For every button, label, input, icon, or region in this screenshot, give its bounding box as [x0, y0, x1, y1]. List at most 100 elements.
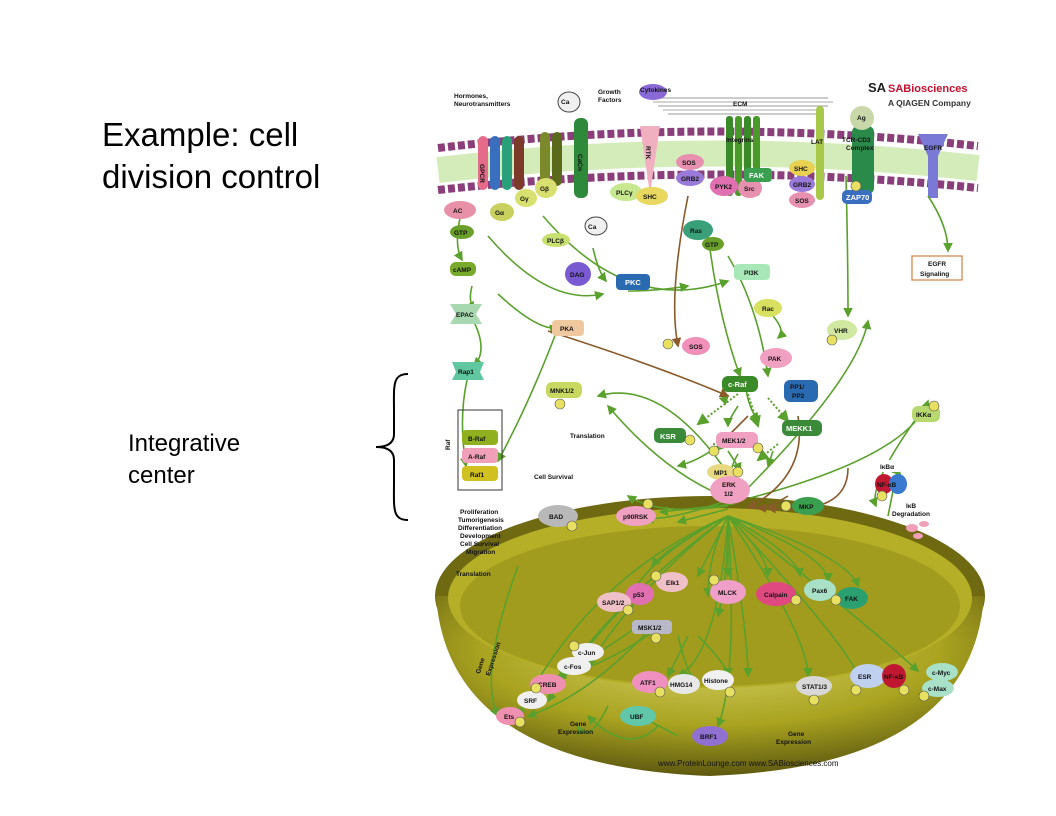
outcome-label-5: Cell Survival [460, 541, 499, 548]
node-sap: SAP1/2 [602, 600, 625, 607]
tcr-label-1: TCR-CD3 [842, 137, 871, 144]
node-fak-2: FAK [845, 596, 858, 603]
node-erk-2: 1/2 [724, 491, 733, 498]
node-cmax: c-Max [928, 686, 947, 693]
node-cfos: c-Fos [564, 664, 582, 671]
egfr-signaling-label-1: EGFR [928, 261, 946, 268]
outcome-label-6: Migration [466, 549, 495, 556]
curly-brace-icon [375, 373, 409, 521]
node-mnk: MNK1/2 [550, 388, 574, 395]
footer-urls: www.ProteinLounge.com www.SABiosciences.… [657, 759, 839, 768]
lat-receptor [816, 106, 824, 200]
node-esr: ESR [858, 674, 872, 681]
node-ca-2: Ca [588, 224, 597, 231]
node-plcg: PLCγ [616, 190, 633, 197]
outcome-label-2: Tumorigenesis [458, 517, 504, 524]
node-ets: Ets [504, 714, 515, 721]
egfr-receptor-label: EGFR [924, 145, 942, 152]
integrative-center-line1: Integrative [128, 430, 241, 457]
gpcr-receptor [478, 132, 562, 190]
brand-sub: A QIAGEN Company [888, 98, 971, 108]
node-bad: BAD [549, 514, 563, 521]
node-raf1: Raf1 [470, 472, 484, 479]
mapk-pathway-diagram: Hormones, Neurotransmitters Ca Growth Fa… [435, 80, 985, 776]
node-grb2-a: GRB2 [681, 176, 699, 183]
brand-logo: SA SABiosciences A QIAGEN Company [868, 80, 971, 108]
node-pka: PKA [560, 326, 574, 333]
integrative-center-label: Integrative center [128, 428, 298, 492]
node-braf: B-Raf [468, 436, 486, 443]
node-gtp-1: GTP [454, 230, 468, 237]
ecm-fibers [653, 97, 833, 115]
node-camp: cAMP [453, 267, 472, 274]
node-p90rsk: p90RSK [623, 514, 648, 521]
hormones-label-2: Neurotransmitters [454, 101, 511, 108]
node-zap70: ZAP70 [846, 193, 869, 202]
cacn-channel [574, 118, 588, 198]
cell-survival-label: Cell Survival [534, 474, 573, 481]
outcome-label-4: Development [460, 533, 502, 540]
brand-logo-mark: SA [868, 80, 887, 95]
rtk-receptor [640, 126, 660, 194]
node-rac: Rac [762, 306, 774, 313]
brand-name: SABiosciences [888, 83, 967, 95]
hormones-label-1: Hormones, [454, 93, 488, 100]
integrins-label: Integrins [726, 137, 754, 144]
node-araf: A-Raf [468, 454, 486, 461]
ikb-degradation-label-1: IκB [906, 503, 916, 510]
tcr-label-2: Complex [846, 145, 874, 152]
node-p53: p53 [633, 592, 645, 599]
ag-label: Ag [857, 115, 866, 122]
node-calpain: Calpain [764, 592, 788, 599]
node-pyk2: PYK2 [715, 184, 732, 191]
node-craf: c-Raf [728, 380, 747, 389]
growth-factors-label-2: Factors [598, 97, 622, 104]
rtk-label: RTK [644, 146, 651, 160]
translation-label-1: Translation [570, 433, 605, 440]
integrative-center-line2: center [128, 462, 195, 489]
node-gbeta: Gβ [540, 186, 549, 193]
node-mp1: MP1 [714, 470, 728, 477]
gene-expression-label-b1: Gene [788, 731, 805, 738]
translation-label-2: Translation [456, 571, 491, 578]
node-pp12-a: PP1/ [790, 384, 804, 391]
nucleus-top-shade [460, 526, 960, 686]
membrane-core [436, 140, 980, 183]
growth-factors-label-1: Growth [598, 89, 621, 96]
outcome-label-1: Proliferation [460, 509, 498, 516]
node-nfkb-1: NF-κB [877, 482, 896, 489]
ecm-label: ECM [733, 101, 747, 108]
node-dag: DAG [570, 272, 584, 279]
node-pi3k: PI3K [744, 270, 759, 277]
node-atf1: ATF1 [640, 680, 656, 687]
node-mkp: MKP [799, 504, 814, 511]
degradation-fragments-icon [906, 521, 929, 539]
tcr-receptor [852, 126, 874, 194]
egfr-receptor [918, 134, 948, 198]
node-src: Src [744, 186, 755, 193]
node-pak: PAK [768, 356, 782, 363]
slide-title-line2: division control [102, 158, 321, 195]
outcome-label-3: Differentiation [458, 525, 502, 532]
cytokines-label: Cytokines [640, 87, 671, 94]
gene-expression-vertical-1: Gene [475, 657, 487, 675]
node-gtp-2: GTP [705, 242, 719, 249]
slide-title: Example: cell division control [102, 114, 402, 198]
raf-side-label: Raf [445, 439, 452, 450]
node-erk-1: ERK [722, 482, 736, 489]
gene-expression-label-a1: Gene [570, 721, 587, 728]
node-mekk1: MEKK1 [786, 424, 812, 433]
node-grb2-b: GRB2 [793, 182, 811, 189]
node-ubf: UBF [630, 714, 643, 721]
node-sos-3: SOS [689, 344, 703, 351]
node-ksr: KSR [660, 432, 676, 441]
egfr-signaling-label-2: Signaling [920, 271, 949, 278]
phosphate-markers [514, 180, 940, 728]
node-mek: MEK1/2 [722, 438, 746, 445]
node-cjun: c-Jun [578, 650, 595, 657]
membrane-inner [437, 170, 979, 194]
node-epac: EPAC [456, 312, 474, 319]
node-sos-2: SOS [795, 198, 809, 205]
node-nfkb-2: NF-κB [884, 674, 903, 681]
node-histone: Histone [704, 678, 728, 685]
